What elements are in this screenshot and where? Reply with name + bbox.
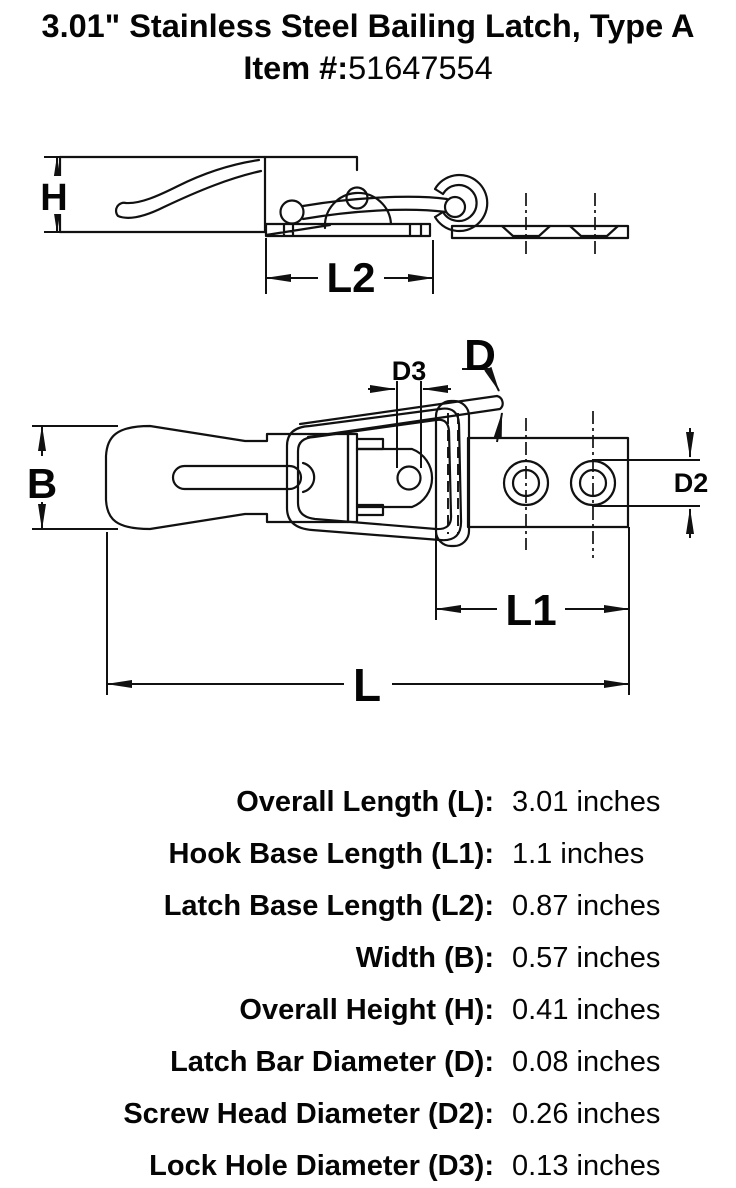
item-number-value: 51647554 xyxy=(348,49,493,86)
spec-label: Latch Base Length (L2): xyxy=(163,889,494,922)
latch-base-plate xyxy=(264,222,432,238)
l-dimension-label: L xyxy=(353,659,381,711)
spec-row-screw-head-diameter: Screw Head Diameter (D2): 0.26 inches xyxy=(0,1088,736,1140)
item-number-label: Item #: xyxy=(243,49,349,86)
header: 3.01" Stainless Steel Bailing Latch, Typ… xyxy=(0,6,736,89)
spec-label: Overall Height (H): xyxy=(239,993,494,1026)
b-label-bg xyxy=(22,456,64,502)
lever-top-edge xyxy=(58,155,359,172)
dimension-d2 xyxy=(592,428,700,538)
spec-row-hook-base-length: Hook Base Length (L1): 1.1 inches xyxy=(0,828,736,880)
l1-dimension-label: L1 xyxy=(505,586,556,635)
spec-value: 0.26 inches xyxy=(512,1097,661,1130)
spec-label: Lock Hole Diameter (D3): xyxy=(149,1149,494,1182)
spec-value: 0.08 inches xyxy=(512,1045,661,1078)
hook-base-plate-top xyxy=(466,436,630,529)
spec-value: 0.57 inches xyxy=(512,941,661,974)
page-title: 3.01" Stainless Steel Bailing Latch, Typ… xyxy=(41,8,695,44)
spec-value: 3.01 inches xyxy=(512,785,661,818)
catch-strap xyxy=(434,399,471,548)
d2-dimension-label: D2 xyxy=(674,468,709,498)
bail-bar-tip xyxy=(443,195,467,219)
side-view-drawing: H L2 xyxy=(36,155,630,301)
l-label-bg xyxy=(344,656,392,708)
bracket-tabs xyxy=(355,437,385,517)
b-dimension-label: B xyxy=(27,460,57,507)
spec-row-latch-bar-diameter: Latch Bar Diameter (D): 0.08 inches xyxy=(0,1036,736,1088)
l2-dimension-label: L2 xyxy=(326,254,375,301)
trigger-plate xyxy=(355,447,434,509)
dimension-d3 xyxy=(368,381,451,468)
h-dimension-label: H xyxy=(40,177,67,219)
item-number-line: Item #:51647554 xyxy=(0,48,736,90)
bail-bar-bottom xyxy=(301,208,448,221)
l1-label-bg xyxy=(497,585,565,635)
spec-label: Hook Base Length (L1): xyxy=(168,837,494,870)
spec-label: Overall Length (L): xyxy=(236,785,494,818)
l2-label-bg xyxy=(318,250,384,298)
spec-value: 0.13 inches xyxy=(512,1149,661,1182)
spec-value: 0.87 inches xyxy=(512,889,661,922)
lever-slot xyxy=(171,464,303,491)
bail-bar-top xyxy=(301,195,449,208)
lever-top-view xyxy=(104,424,350,531)
hidden-edges xyxy=(447,413,459,534)
spec-row-overall-height: Overall Height (H): 0.41 inches xyxy=(0,984,736,1036)
spec-row-width: Width (B): 0.57 inches xyxy=(0,932,736,984)
latch-top-outline xyxy=(104,394,630,548)
spec-label: Latch Bar Diameter (D): xyxy=(170,1045,494,1078)
catch-hook xyxy=(433,173,489,233)
spec-row-lock-hole-diameter: Lock Hole Diameter (D3): 0.13 inches xyxy=(0,1140,736,1188)
spec-row-overall-length: Overall Length (L): 3.01 inches xyxy=(0,776,736,828)
spec-label: Screw Head Diameter (D2): xyxy=(123,1097,494,1130)
spec-value: 0.41 inches xyxy=(512,993,661,1026)
lever-slot-arc xyxy=(301,461,316,494)
pivot-bracket xyxy=(346,432,359,524)
spec-row-latch-base-length: Latch Base Length (L2): 0.87 inches xyxy=(0,880,736,932)
dimension-d xyxy=(462,366,503,443)
countersink-2 xyxy=(568,224,620,238)
d3-dimension-label: D3 xyxy=(392,356,427,386)
d-dimension-label: D xyxy=(464,331,496,380)
lock-hole xyxy=(396,465,422,491)
top-view-drawing: B D3 D D2 L1 xyxy=(22,331,709,711)
latch-side-outline xyxy=(58,155,630,240)
bail-bar-end xyxy=(279,199,305,225)
h-label-bg xyxy=(36,176,72,214)
top-centerlines xyxy=(525,411,594,558)
latch-bar xyxy=(298,394,504,439)
spec-value: 1.1 inches xyxy=(512,837,645,870)
lever-grip-curve xyxy=(115,158,263,219)
side-centerlines xyxy=(525,193,596,258)
spec-label: Width (B): xyxy=(355,941,494,974)
spec-table: Overall Length (L): 3.01 inches Hook Bas… xyxy=(0,776,736,1188)
